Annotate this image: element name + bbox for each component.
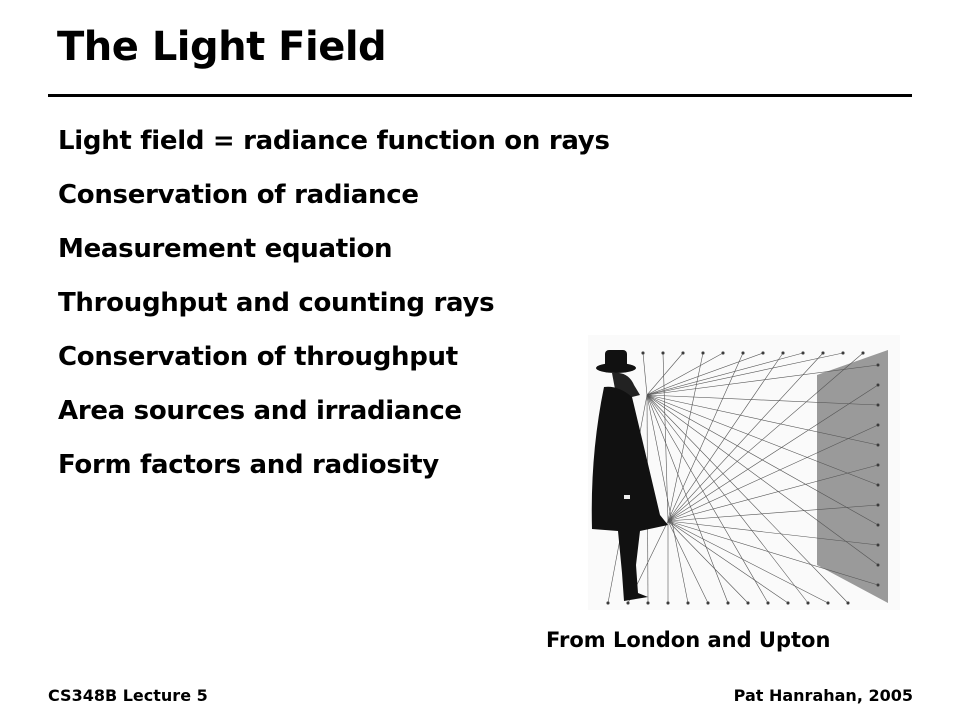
ray-arrowhead [876, 463, 880, 467]
ray-arrowhead [701, 351, 705, 355]
ray-arrowhead [781, 351, 785, 355]
light-ray [646, 352, 764, 396]
light-ray [667, 352, 864, 522]
light-ray [667, 352, 744, 522]
light-ray [646, 352, 804, 396]
ray-arrowhead [766, 601, 770, 605]
ray-arrowhead [746, 601, 750, 605]
ray-arrowhead [826, 601, 830, 605]
ray-arrowhead [876, 423, 880, 427]
ray-arrowhead [686, 601, 690, 605]
light-ray [646, 394, 879, 566]
figure-caption: From London and Upton [546, 628, 831, 652]
ray-arrowhead [846, 601, 850, 605]
bullet-item: Area sources and irradiance [58, 396, 462, 426]
title-divider [48, 94, 912, 97]
man-silhouette [591, 350, 668, 601]
ray-arrowhead [876, 523, 880, 527]
bullet-list: Light field = radiance function on rays … [58, 122, 610, 500]
light-ray [662, 352, 669, 522]
light-ray [646, 352, 844, 396]
bullet-item: Light field = radiance function on rays [58, 126, 610, 156]
ray-arrowhead [876, 363, 880, 367]
light-ray [667, 520, 829, 604]
light-ray [646, 352, 684, 396]
ray-arrowhead [681, 351, 685, 355]
light-ray [667, 352, 704, 522]
ray-arrowhead [741, 351, 745, 355]
bullet-item: Conservation of throughput [58, 342, 458, 372]
light-ray [646, 352, 724, 396]
light-ray [667, 352, 784, 522]
ray-arrowhead [841, 351, 845, 355]
light-ray [667, 424, 879, 522]
ray-arrowhead [876, 563, 880, 567]
ray-arrowhead [876, 503, 880, 507]
ray-arrowhead [761, 351, 765, 355]
light-ray [646, 394, 879, 486]
ray-arrowhead [876, 403, 880, 407]
light-ray [667, 520, 709, 604]
ray-arrowhead [821, 351, 825, 355]
light-ray [667, 352, 824, 522]
ray-arrowhead [706, 601, 710, 605]
ray-arrowhead [646, 601, 650, 605]
footer-author: Pat Hanrahan, 2005 [733, 686, 913, 705]
light-field-illustration [588, 335, 900, 610]
light-ray [646, 394, 809, 604]
light-ray [667, 520, 879, 586]
ray-arrowhead [641, 351, 645, 355]
bullet-item: Throughput and counting rays [58, 288, 495, 318]
light-ray [646, 394, 769, 604]
light-ray [646, 394, 879, 406]
ray-arrowhead [606, 601, 610, 605]
light-ray [646, 364, 879, 396]
ray-arrowhead [726, 601, 730, 605]
footer-course: CS348B Lecture 5 [48, 686, 208, 705]
ray-arrowhead [876, 543, 880, 547]
ray-arrowhead [876, 383, 880, 387]
ray-arrowhead [666, 601, 670, 605]
light-ray [642, 352, 648, 396]
bullet-item: Conservation of radiance [58, 180, 419, 210]
bullet-item: Form factors and radiosity [58, 450, 439, 480]
light-ray [667, 520, 879, 546]
bullet-item: Measurement equation [58, 234, 393, 264]
ray-arrowhead [861, 351, 865, 355]
ray-arrowhead [806, 601, 810, 605]
ray-arrowhead [801, 351, 805, 355]
light-ray [667, 384, 879, 522]
light-ray [667, 520, 749, 604]
ray-arrowhead [661, 351, 665, 355]
ray-arrowhead [876, 483, 880, 487]
light-ray [646, 394, 849, 604]
light-ray [667, 504, 879, 522]
ray-arrowhead [876, 583, 880, 587]
ray-arrowhead [721, 351, 725, 355]
light-ray [646, 394, 879, 446]
slide-title: The Light Field [57, 24, 387, 70]
light-ray [667, 464, 879, 522]
ray-arrowhead [786, 601, 790, 605]
ray-arrowhead [626, 601, 630, 605]
light-ray [667, 520, 789, 604]
ray-arrowhead [876, 443, 880, 447]
